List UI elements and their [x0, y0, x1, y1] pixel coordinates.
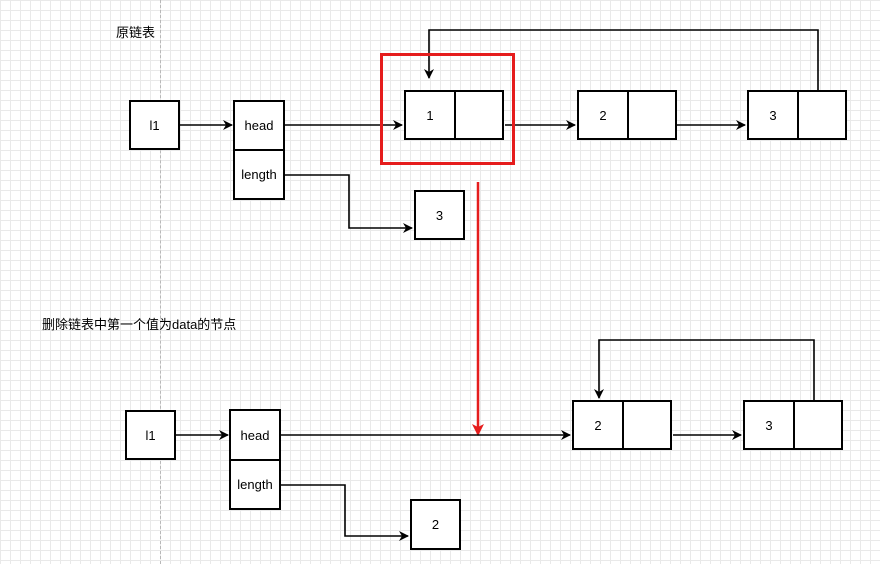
length-value-box-after: 2	[410, 499, 461, 550]
node-value: 2	[579, 92, 629, 138]
length-value: 3	[435, 207, 444, 223]
length-label: length	[241, 167, 277, 182]
node-next-pointer	[799, 92, 845, 138]
head-label: head	[244, 118, 274, 133]
length-field: length	[233, 149, 285, 200]
arrow-node-3-loop-to-node-2-after	[594, 339, 815, 400]
list-node-3: 3	[747, 90, 847, 140]
list-node-2-after: 2	[572, 400, 672, 450]
page-guide-line	[160, 0, 161, 564]
length-field-after: length	[229, 459, 281, 510]
length-label: length	[237, 477, 273, 492]
head-field-after: head	[229, 409, 281, 461]
node-next-pointer	[795, 402, 841, 448]
node-next-pointer	[629, 92, 675, 138]
variable-label: l1	[149, 117, 160, 133]
node-value: 3	[745, 402, 795, 448]
node-next-pointer	[624, 402, 670, 448]
list-node-2: 2	[577, 90, 677, 140]
caption-original-list: 原链表	[116, 25, 156, 40]
head-label: head	[240, 427, 270, 443]
variable-box-l1-after: l1	[125, 410, 176, 460]
arrow-length-to-value	[284, 174, 413, 233]
caption-delete-operation: 删除链表中第一个值为data的节点	[42, 317, 237, 332]
node-value: 1	[406, 92, 456, 138]
node-value: 2	[574, 402, 624, 448]
length-value: 2	[431, 517, 440, 532]
deleted-node-highlight	[380, 53, 515, 165]
variable-label: l1	[145, 427, 156, 443]
list-node-1: 1	[404, 90, 504, 140]
node-value: 3	[749, 92, 799, 138]
list-node-3-after: 3	[743, 400, 843, 450]
variable-box-l1: l1	[129, 100, 180, 150]
arrow-length-to-value-after	[281, 484, 409, 541]
length-value-box: 3	[414, 190, 465, 240]
head-field: head	[233, 100, 285, 151]
